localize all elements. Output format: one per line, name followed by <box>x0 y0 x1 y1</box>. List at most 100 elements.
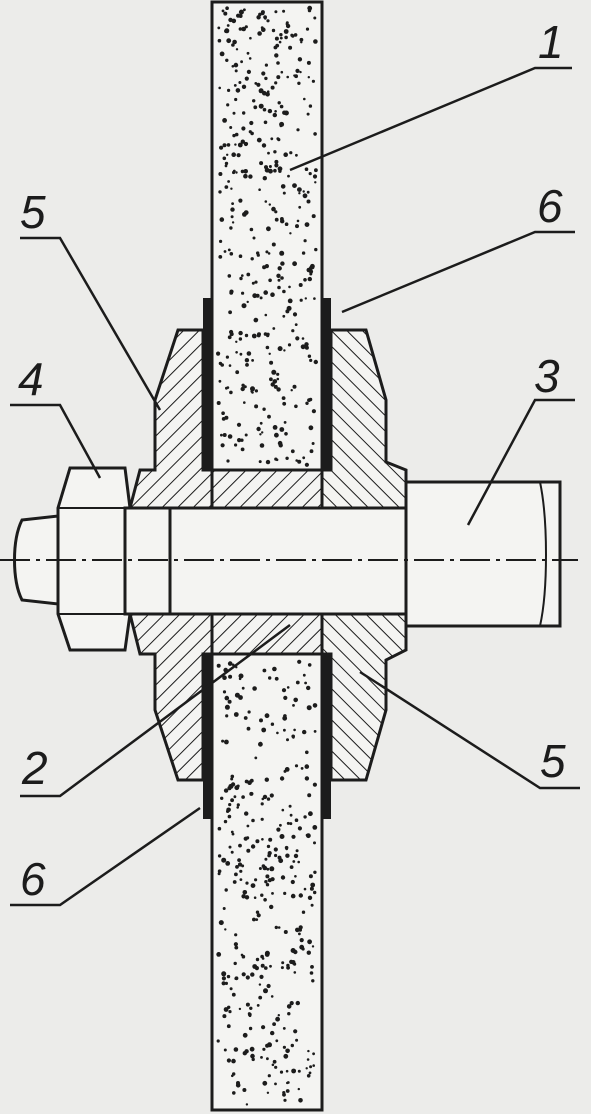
abrasive-grain <box>233 961 237 966</box>
abrasive-grain <box>264 777 269 782</box>
abrasive-grain <box>314 181 317 184</box>
abrasive-grain <box>217 854 222 858</box>
abrasive-grain <box>263 898 267 902</box>
abrasive-grain <box>258 188 261 191</box>
abrasive-grain <box>312 1064 316 1067</box>
abrasive-grain <box>282 1027 286 1030</box>
abrasive-grain <box>225 6 229 10</box>
abrasive-grain <box>293 33 298 37</box>
abrasive-grain <box>295 680 300 685</box>
abrasive-grain <box>268 165 272 168</box>
abrasive-grain <box>222 690 227 694</box>
abrasive-grain <box>241 291 245 295</box>
abrasive-grain <box>306 60 311 65</box>
abrasive-grain <box>238 9 244 15</box>
abrasive-grain <box>222 907 226 910</box>
abrasive-grain <box>267 108 273 114</box>
abrasive-grain <box>233 1047 239 1052</box>
abrasive-grain <box>239 878 243 881</box>
abrasive-grain <box>313 132 317 136</box>
abrasive-grain <box>286 686 290 689</box>
abrasive-grain <box>280 184 286 189</box>
abrasive-grain <box>309 358 313 362</box>
abrasive-grain <box>236 784 240 788</box>
abrasive-grain <box>222 143 227 148</box>
abrasive-grain <box>227 88 231 92</box>
abrasive-grain <box>293 853 299 859</box>
abrasive-grain <box>281 396 286 400</box>
abrasive-grain <box>306 1074 311 1078</box>
abrasive-grain <box>274 210 278 214</box>
abrasive-grain <box>301 337 305 340</box>
abrasive-grain <box>233 84 237 87</box>
abrasive-grain <box>242 1032 248 1038</box>
abrasive-grain <box>297 659 302 664</box>
abrasive-grain <box>226 143 231 147</box>
abrasive-grain <box>244 811 249 816</box>
abrasive-grain <box>260 11 265 16</box>
abrasive-grain <box>243 716 248 720</box>
abrasive-grain <box>227 661 233 666</box>
abrasive-grain <box>308 1071 312 1075</box>
abrasive-grain <box>227 786 232 791</box>
abrasive-grain <box>236 153 241 158</box>
abrasive-grain <box>303 887 307 891</box>
abrasive-grain <box>222 1014 227 1019</box>
abrasive-grain <box>219 51 225 57</box>
abrasive-grain <box>227 699 232 704</box>
abrasive-grain <box>279 1070 284 1074</box>
abrasive-grain <box>234 945 239 950</box>
abrasive-grain <box>267 151 270 155</box>
abrasive-grain <box>309 971 314 975</box>
abrasive-grain <box>232 1091 236 1095</box>
abrasive-grain <box>234 976 239 981</box>
abrasive-grain <box>271 206 276 212</box>
abrasive-grain <box>231 221 235 224</box>
abrasive-grain <box>268 352 271 355</box>
abrasive-grain <box>289 151 293 155</box>
abrasive-grain <box>305 833 309 837</box>
abrasive-grain <box>262 1047 266 1051</box>
abrasive-grain <box>286 738 289 742</box>
abrasive-grain <box>292 261 297 267</box>
abrasive-grain <box>277 278 281 282</box>
abrasive-grain <box>223 1048 227 1052</box>
abrasive-grain <box>241 686 245 690</box>
abrasive-grain <box>304 167 309 171</box>
abrasive-grain <box>217 826 222 831</box>
abrasive-grain <box>224 161 229 166</box>
abrasive-grain <box>292 860 296 863</box>
abrasive-grain <box>244 895 250 900</box>
abrasive-grain <box>246 69 251 74</box>
abrasive-grain <box>234 69 238 73</box>
abrasive-grain <box>234 933 238 937</box>
abrasive-grain <box>297 81 301 86</box>
abrasive-grain <box>307 398 311 402</box>
abrasive-grain <box>308 425 314 431</box>
abrasive-grain <box>276 372 280 376</box>
abrasive-grain <box>252 293 258 299</box>
abrasive-grain <box>314 247 318 252</box>
abrasive-grain <box>263 988 268 994</box>
abrasive-grain <box>271 892 274 895</box>
abrasive-grain <box>262 407 266 411</box>
abrasive-grain <box>254 878 258 882</box>
abrasive-grain <box>282 401 287 406</box>
abrasive-grain <box>291 329 295 333</box>
abrasive-grain <box>306 1058 310 1061</box>
abrasive-grain <box>272 666 277 672</box>
abrasive-grain <box>296 219 300 223</box>
abrasive-grain <box>302 729 307 735</box>
abrasive-grain <box>250 844 256 849</box>
abrasive-grain <box>289 232 292 235</box>
abrasive-grain <box>218 920 224 926</box>
abrasive-grain <box>276 75 281 80</box>
abrasive-grain <box>235 88 241 93</box>
abrasive-grain <box>273 384 278 389</box>
abrasive-grain <box>270 995 274 998</box>
abrasive-grain <box>307 939 312 945</box>
abrasive-grain <box>238 254 243 258</box>
abrasive-grain <box>267 252 271 255</box>
abrasive-grain <box>283 421 287 424</box>
abrasive-grain <box>258 867 262 870</box>
